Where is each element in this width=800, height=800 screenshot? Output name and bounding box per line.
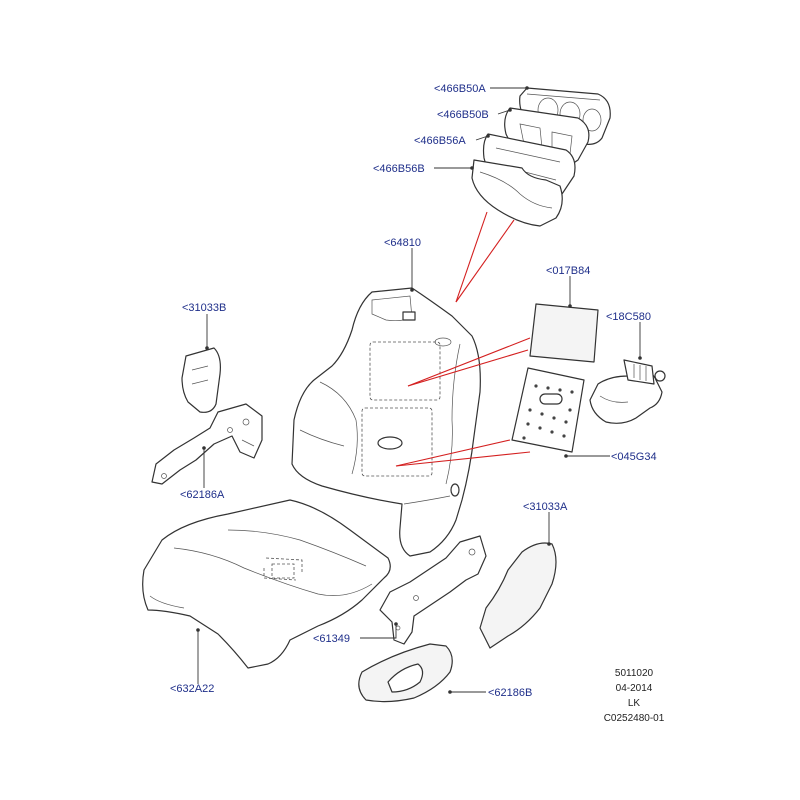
part-632A22-seat-cushion (142, 499, 391, 669)
lumbar-holes (522, 384, 574, 440)
part-62186A-bracket (151, 403, 263, 485)
callout-466B56B: <466B56B (373, 163, 425, 175)
part-31033B-trim (181, 347, 221, 413)
callout-466B50A: <466B50A (434, 83, 486, 95)
part-017B84-mat (529, 303, 599, 363)
callout-466B56A: <466B56A (414, 135, 466, 147)
part-466B56B (471, 159, 563, 227)
reference-date: 04-2014 (616, 683, 653, 694)
callout-61349: <61349 (313, 633, 350, 645)
part-64810-seat-back (291, 287, 481, 557)
callout-labels: <466B50A <466B50B <466B56A <466B56B <648… (170, 83, 657, 699)
callout-045G34: <045G34 (611, 451, 657, 463)
leader-lines (196, 86, 642, 694)
red-leaders-middle (395, 337, 531, 467)
callout-31033A: <31033A (523, 501, 568, 513)
reference-model: LK (628, 698, 641, 709)
back-panel-stack (471, 87, 611, 227)
part-31033A-trim (479, 542, 557, 649)
callout-18C580: <18C580 (606, 311, 651, 323)
red-leaders-top (455, 211, 515, 303)
reference-number: 5011020 (615, 668, 654, 679)
reference-code: C0252480-01 (604, 713, 665, 724)
part-045G34-lumbar-plate (511, 367, 585, 453)
part-61349-bracket (379, 535, 487, 645)
part-62186B-pad (358, 643, 453, 703)
callout-64810: <64810 (384, 237, 421, 249)
callout-31033B: <31033B (182, 302, 226, 314)
part-18C580-lumbar-motor (589, 359, 666, 424)
callout-62186B: <62186B (488, 687, 532, 699)
callout-466B50B: <466B50B (437, 109, 489, 121)
callout-62186A: <62186A (180, 489, 225, 501)
callout-632A22: <632A22 (170, 683, 214, 695)
callout-017B84: <017B84 (546, 265, 590, 277)
diagram-reference-block: 5011020 04-2014 LK C0252480-01 (604, 668, 665, 724)
